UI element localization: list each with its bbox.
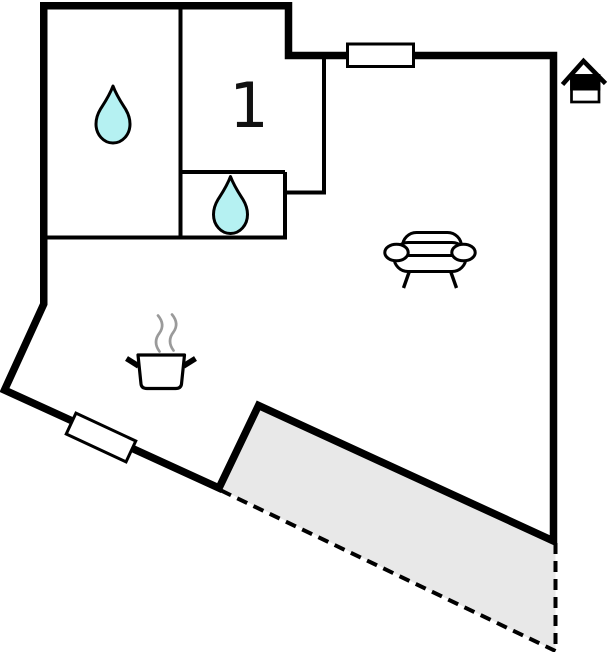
exterior-walls bbox=[0, 2, 558, 547]
sofa-leg-left bbox=[401, 270, 412, 289]
window-icon-top bbox=[346, 42, 415, 68]
terrace-dashed-boundary bbox=[219, 488, 558, 652]
room-1-label: 1 bbox=[229, 69, 268, 142]
sofa-icon bbox=[383, 231, 477, 289]
house-icon bbox=[560, 57, 608, 104]
terrace-area bbox=[220, 406, 556, 651]
pot-body bbox=[136, 353, 187, 391]
window-icon-left bbox=[64, 411, 138, 464]
interior-walls bbox=[45, 5, 326, 240]
house-body-top bbox=[570, 74, 601, 91]
sofa-leg-right bbox=[448, 270, 459, 289]
steam-icon bbox=[154, 313, 178, 353]
pot-handle-right bbox=[182, 356, 197, 369]
shower-water-drop-icon bbox=[212, 175, 249, 235]
cooking-pot-icon bbox=[125, 313, 197, 391]
house-roof bbox=[560, 57, 608, 87]
sofa-armrest-right bbox=[450, 242, 477, 263]
pot-handle-left bbox=[125, 356, 140, 369]
sofa-armrest-left bbox=[383, 242, 410, 263]
bathroom-water-drop-icon bbox=[94, 84, 132, 145]
